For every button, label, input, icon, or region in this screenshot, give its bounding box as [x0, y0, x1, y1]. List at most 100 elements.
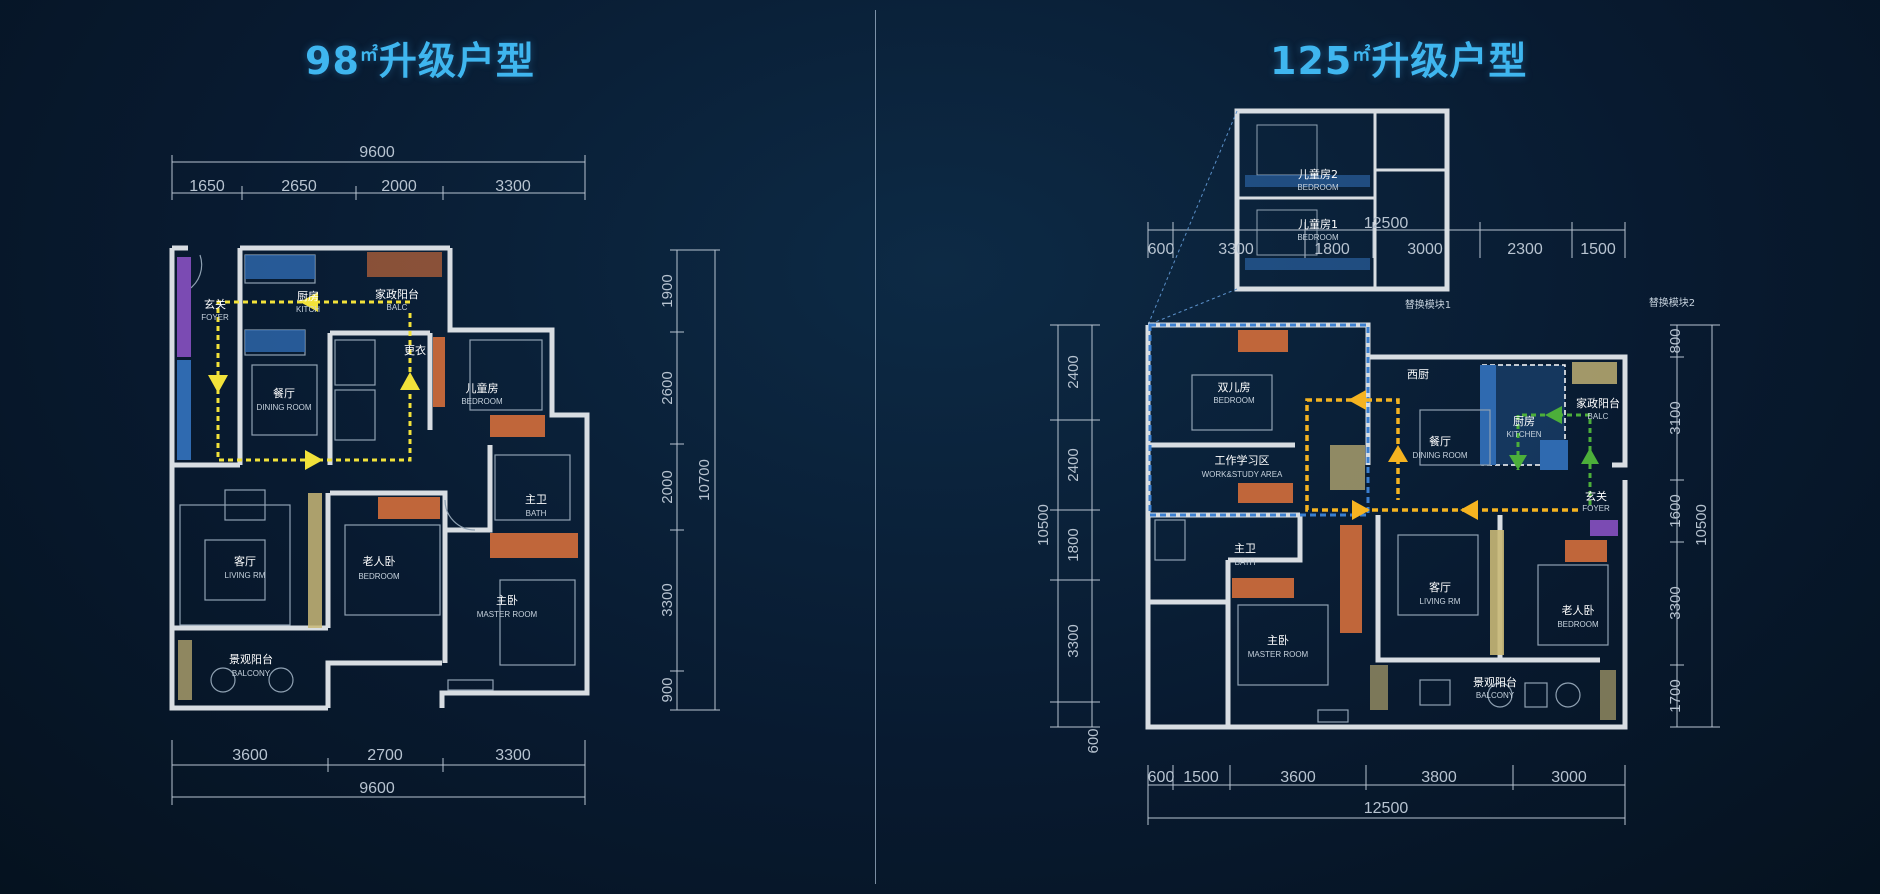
- left-cloak-wardrobe: [433, 337, 445, 407]
- right-foyer-cabinet: [1590, 520, 1618, 536]
- left-room-cloak: 更衣: [404, 343, 426, 357]
- left-kitchen-counter-2: [245, 330, 305, 352]
- left-balcony-cabinet: [178, 640, 192, 700]
- right-orange-flow: [1305, 398, 1578, 512]
- left-room-master: 主卧: [496, 594, 518, 607]
- left-elder-wardrobe: [378, 497, 440, 519]
- left-dim-top-4: 3300: [495, 178, 531, 195]
- right-dim-right-total: 10500: [1693, 504, 1710, 546]
- right-dim-left-2: 2400: [1065, 448, 1082, 481]
- right-room-master-en: MASTER ROOM: [1248, 650, 1309, 659]
- arrow-right-icon: [305, 450, 323, 470]
- right-dim-top-5: 2300: [1507, 241, 1543, 258]
- right-balcony-cabinet: [1370, 665, 1388, 710]
- left-dim-right-2: 2600: [659, 371, 676, 404]
- right-room-dining-en: DINING ROOM: [1412, 451, 1467, 460]
- left-dim-right-5: 900: [659, 677, 676, 702]
- right-dimension-lines: [1050, 222, 1720, 825]
- left-flow-path: [216, 300, 412, 462]
- right-room-elder: 老人卧: [1562, 604, 1595, 617]
- replacement-module-1: [1147, 108, 1450, 326]
- right-dim-top-total: 12500: [1364, 215, 1409, 232]
- right-dim-bottom-total: 12500: [1364, 800, 1409, 817]
- left-room-kitchen: 厨房: [297, 290, 319, 303]
- right-dim-bottom-4: 3800: [1421, 769, 1457, 786]
- right-dim-bottom-2: 1500: [1183, 769, 1219, 786]
- right-room-laundry: 家政阳台: [1576, 396, 1620, 410]
- left-kitchen-counter: [245, 255, 315, 279]
- right-dim-bottom-5: 3000: [1551, 769, 1587, 786]
- left-dim-top-3: 2000: [381, 178, 417, 195]
- right-green-arrows: [1509, 406, 1599, 470]
- left-room-balcony-en: BALCONY: [232, 669, 271, 678]
- left-room-bath: 主卫: [525, 493, 547, 506]
- left-room-bath-en: BATH: [526, 509, 547, 518]
- left-master-wardrobe: [490, 533, 578, 558]
- right-room-child2: 儿童房2: [1298, 167, 1338, 181]
- arrow-left-icon: [1460, 500, 1478, 520]
- left-room-laundry-en: BALC: [387, 303, 408, 312]
- right-room-kitchen-en: KITCHEN: [1506, 430, 1541, 439]
- right-double-wardrobe: [1238, 330, 1288, 352]
- left-shoe-cabinet: [177, 257, 191, 357]
- module2-label: 替换模块2: [1649, 296, 1695, 309]
- right-title-area: 125: [1270, 39, 1353, 83]
- right-title-unit: ㎡: [1352, 44, 1372, 66]
- right-room-child1-en: BEDROOM: [1297, 233, 1339, 242]
- arrow-down-icon: [208, 375, 228, 393]
- left-floorplan: [171, 155, 720, 805]
- left-title-suffix: 升级户型: [378, 39, 535, 83]
- right-dim-left-5: 600: [1085, 728, 1102, 753]
- left-dim-right-1: 1900: [659, 274, 676, 307]
- left-flow-arrows: [208, 292, 420, 470]
- arrow-left-icon: [1545, 406, 1562, 424]
- arrow-up-icon: [400, 372, 420, 390]
- right-dim-right-3: 1600: [1667, 494, 1684, 527]
- right-laundry-cabinet: [1572, 362, 1617, 384]
- right-room-foyer-en: FOYER: [1582, 504, 1610, 513]
- left-room-dining: 餐厅: [273, 386, 295, 400]
- right-dim-top-6: 1500: [1580, 241, 1616, 258]
- right-plan-title: 125㎡升级户型: [1270, 30, 1527, 85]
- left-title-unit: ㎡: [359, 44, 379, 66]
- right-dim-bottom-3: 3600: [1280, 769, 1316, 786]
- right-elder-wardrobe: [1565, 540, 1607, 562]
- right-dim-top-1: 600: [1148, 241, 1175, 258]
- right-room-foyer: 玄关: [1585, 489, 1607, 503]
- left-room-balcony: 景观阳台: [229, 652, 273, 666]
- left-dim-bottom-total: 9600: [359, 780, 395, 797]
- right-room-double-child: 双儿房: [1218, 381, 1251, 394]
- left-room-foyer: 玄关: [204, 297, 226, 311]
- left-room-kitchen-en: KITCH: [296, 305, 320, 314]
- right-dim-right-1: 800: [1667, 328, 1684, 353]
- right-room-living-en: LIVING RM: [1420, 597, 1461, 606]
- left-title-area: 98: [305, 39, 360, 83]
- left-room-laundry: 家政阳台: [375, 287, 419, 301]
- right-room-bath-en: BATH: [1235, 558, 1256, 567]
- left-room-elder-en: BEDROOM: [358, 572, 400, 581]
- right-room-study-en: WORK&STUDY AREA: [1202, 470, 1283, 479]
- left-dim-bottom-2: 2700: [367, 747, 403, 764]
- arrow-right-icon: [1352, 500, 1370, 520]
- right-dim-left-total: 10500: [1035, 504, 1052, 546]
- left-dim-top-1: 1650: [189, 178, 225, 195]
- left-room-dining-en: DINING ROOM: [256, 403, 311, 412]
- right-room-child1: 儿童房1: [1298, 217, 1338, 231]
- right-dim-right-5: 1700: [1667, 679, 1684, 712]
- left-dim-right-3: 2000: [659, 470, 676, 503]
- right-room-balcony-en: BALCONY: [1476, 691, 1515, 700]
- left-dim-bottom-3: 3300: [495, 747, 531, 764]
- right-dim-top-4: 3000: [1407, 241, 1443, 258]
- right-room-dining: 餐厅: [1429, 434, 1451, 448]
- right-dim-right-2: 3100: [1667, 401, 1684, 434]
- right-dim-right-4: 3300: [1667, 586, 1684, 619]
- right-kitchen-counter: [1480, 365, 1496, 465]
- right-room-child2-en: BEDROOM: [1297, 183, 1339, 192]
- left-room-children-en: BEDROOM: [461, 397, 503, 406]
- left-tv-cabinet: [308, 493, 322, 628]
- right-room-master: 主卧: [1267, 634, 1289, 647]
- arrow-left-icon: [300, 292, 318, 312]
- right-dim-left-1: 2400: [1065, 355, 1082, 388]
- right-room-study: 工作学习区: [1215, 453, 1270, 467]
